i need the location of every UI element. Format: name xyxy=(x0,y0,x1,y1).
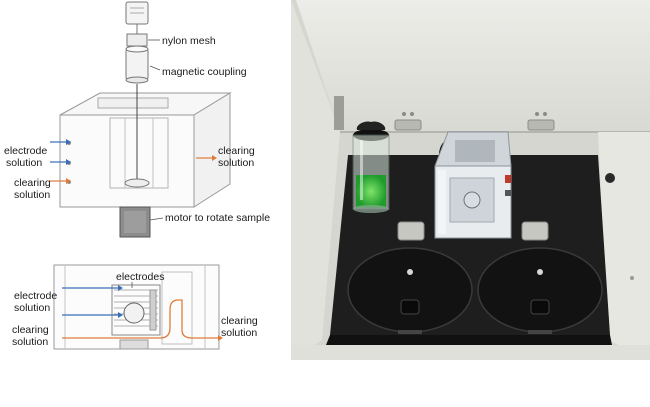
clamp-right xyxy=(521,221,549,241)
top-leader-lines xyxy=(148,39,164,221)
nylon-mesh-label: nylon mesh xyxy=(162,35,216,47)
turntable-left xyxy=(347,247,473,334)
bottom-clearing-solution-right-label-line1: clearing xyxy=(221,315,258,327)
magnetic-coupling-label: magnetic coupling xyxy=(162,66,247,78)
device-lid xyxy=(296,0,650,132)
bottom-clearing-solution-right-label-line2: solution xyxy=(221,327,257,339)
hinge-left xyxy=(394,119,422,131)
turntable-right xyxy=(477,247,603,334)
motor-label: motor to rotate sample xyxy=(165,212,270,224)
electrodes-label: electrodes xyxy=(116,271,164,283)
side-knob xyxy=(605,173,615,183)
sample-tube xyxy=(352,121,390,213)
clearing-solution-right-label-line2: solution xyxy=(218,157,254,169)
clamp-left xyxy=(397,221,425,241)
clearing-solution-right-label-line1: clearing xyxy=(218,145,255,157)
clearing-solution-left-label-line2: solution xyxy=(14,189,50,201)
bottom-clearing-solution-left-label-line1: clearing xyxy=(12,324,49,336)
electrode-solution-label-line1: electrode xyxy=(4,145,47,157)
bottom-schematic xyxy=(53,264,220,350)
device-photo xyxy=(291,0,650,360)
top-flow-arrows xyxy=(50,139,217,184)
top-schematic xyxy=(59,1,232,238)
electrode-solution-label-line2: solution xyxy=(6,157,42,169)
bottom-electrode-solution-label-line2: solution xyxy=(14,302,50,314)
bottom-flow-paths xyxy=(62,285,223,341)
bottom-clearing-solution-left-label-line2: solution xyxy=(12,336,48,348)
acrylic-chamber xyxy=(434,131,512,239)
hinge-right xyxy=(527,119,555,131)
clearing-solution-left-label-line1: clearing xyxy=(14,177,51,189)
bottom-electrode-solution-label-line1: electrode xyxy=(14,290,57,302)
